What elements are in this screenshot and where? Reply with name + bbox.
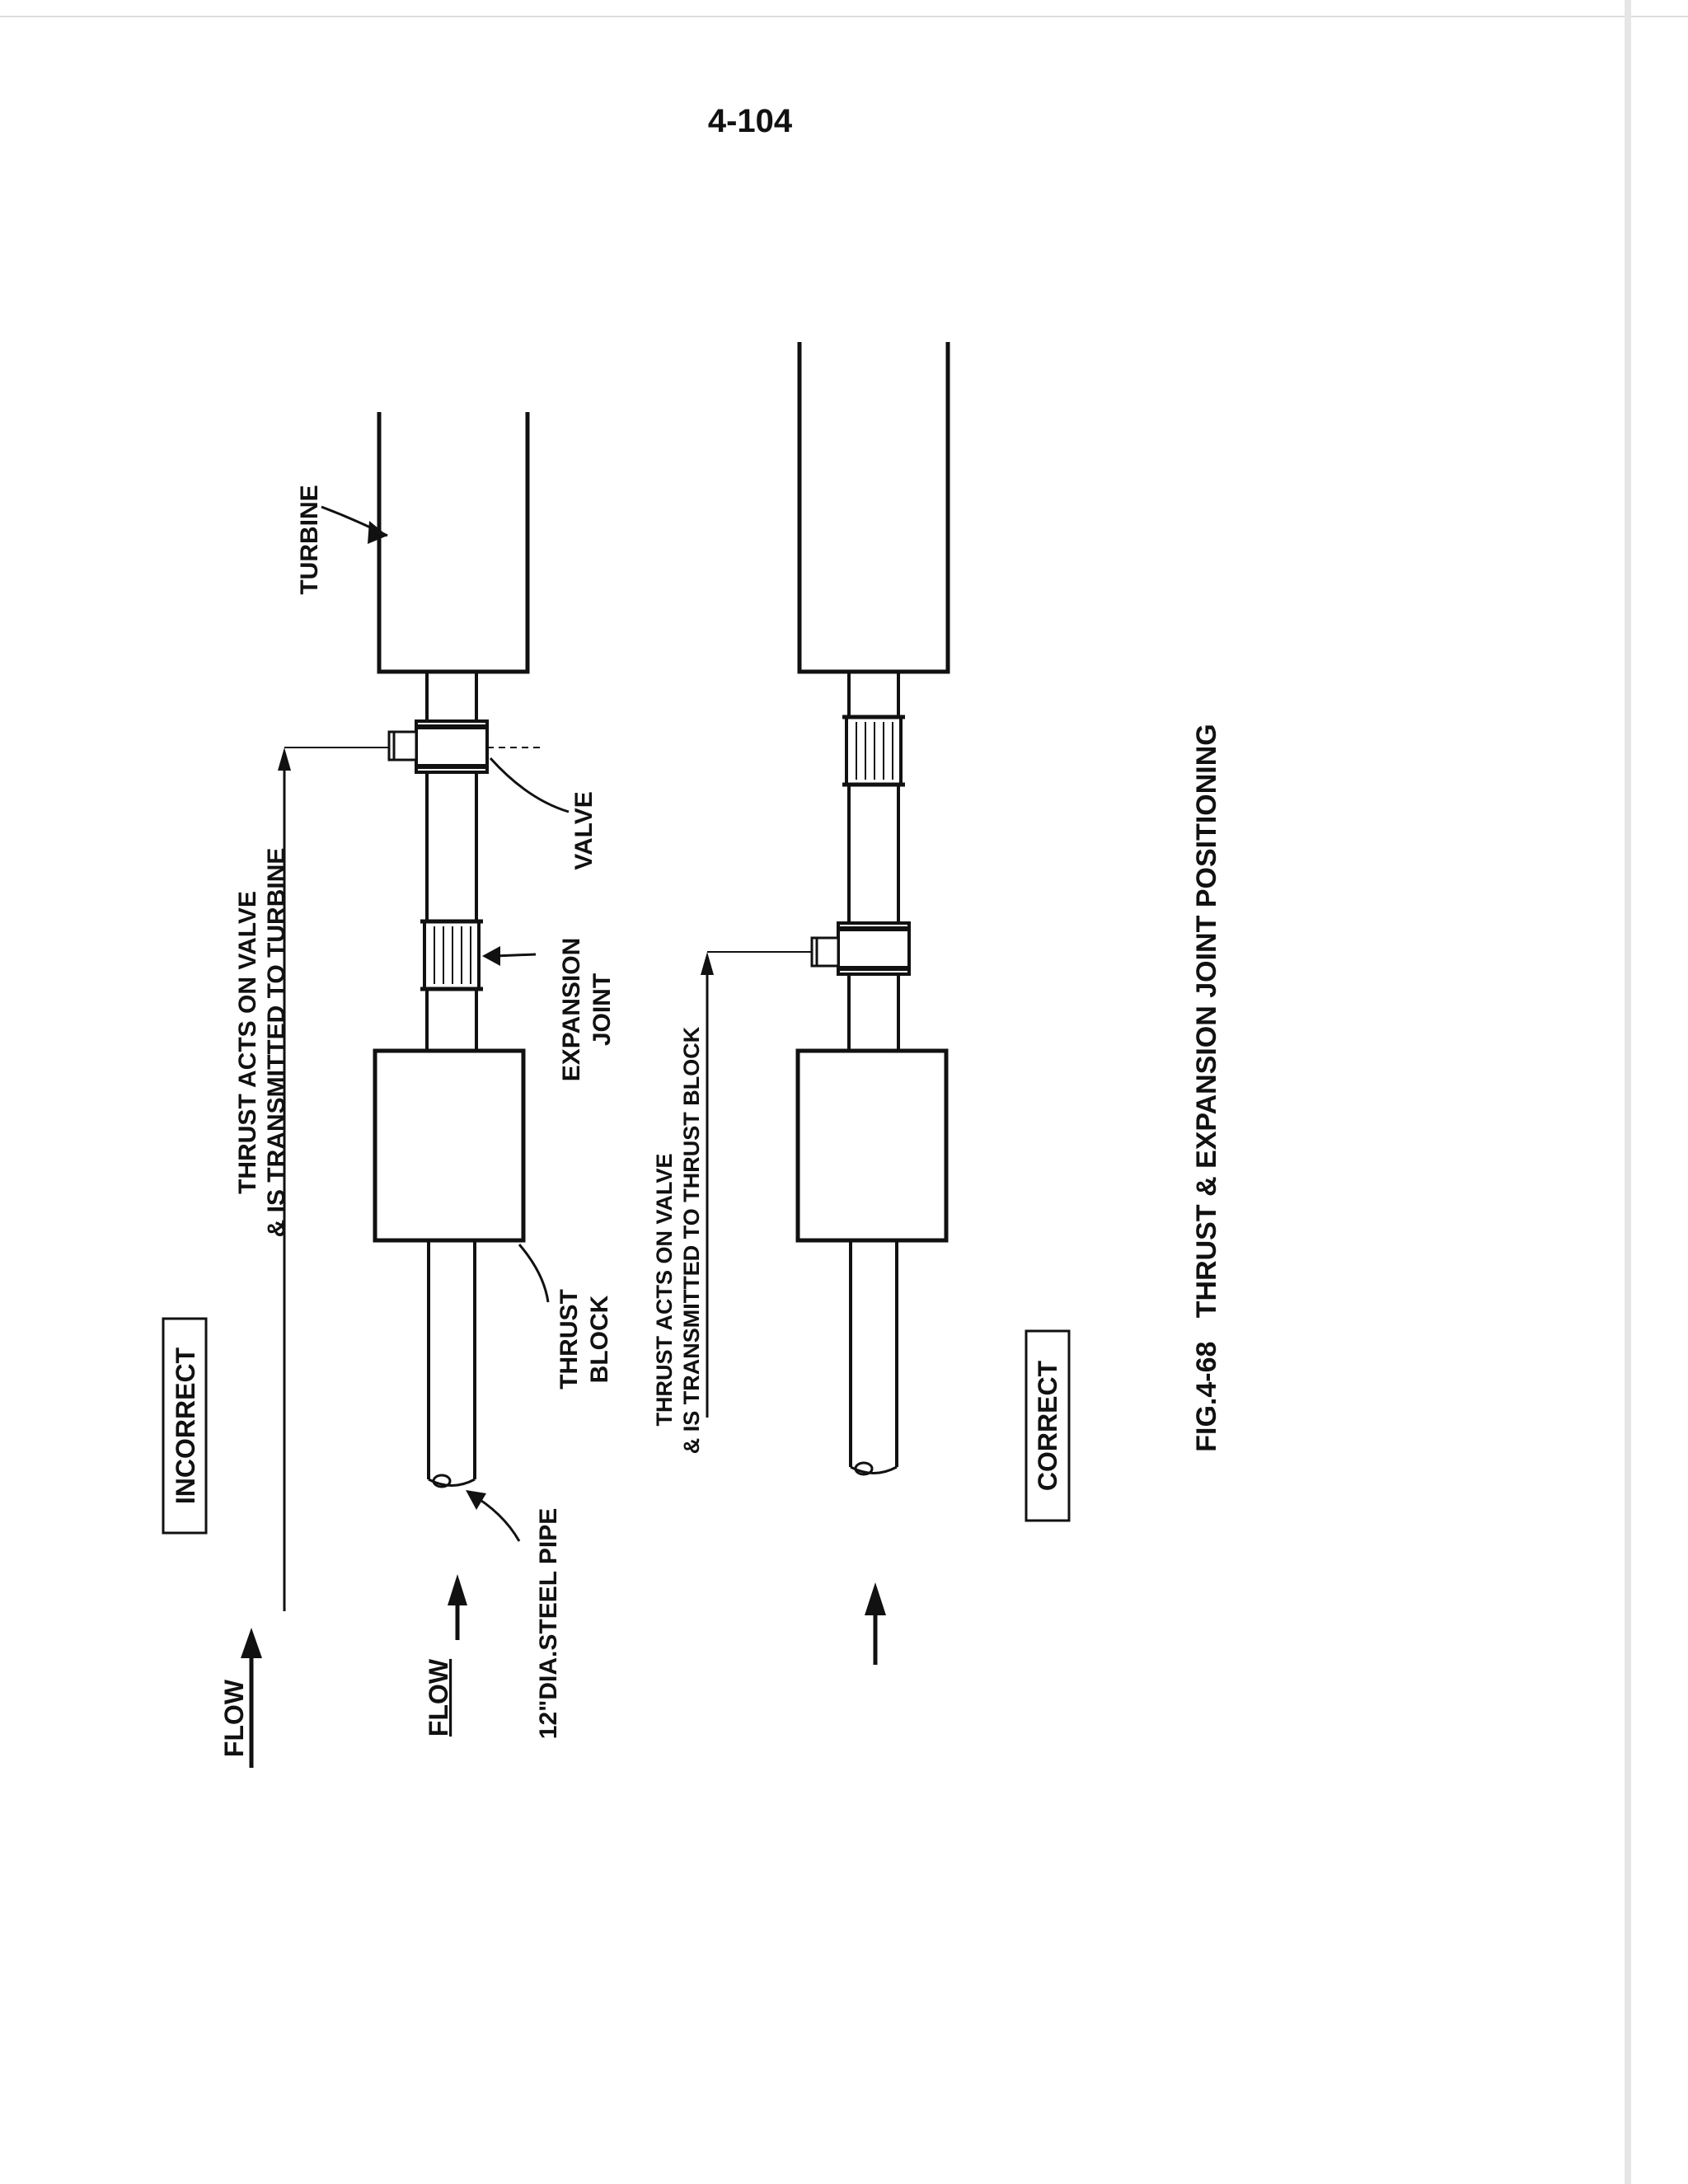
- thrust-block-incorrect: [373, 1048, 526, 1243]
- turbine-label: TURBINE: [296, 485, 323, 594]
- thrust-block-label-line1: THRUST: [556, 1289, 583, 1390]
- valve-incorrect: [387, 719, 489, 774]
- thrust-block-leader: [518, 1244, 550, 1303]
- valve-label: VALVE: [570, 791, 598, 870]
- expansion-joint-label-line2: JOINT: [588, 973, 616, 1046]
- correct-box: [1025, 1329, 1071, 1522]
- flow-arrow-correct-head: [865, 1582, 886, 1615]
- correct-thrust-note-line1: THRUST ACTS ON VALVE: [652, 1153, 677, 1426]
- valve-correct: [810, 921, 911, 976]
- valve-leader: [489, 757, 570, 813]
- turbine-housing: [377, 412, 530, 674]
- correct-box-label: CORRECT: [1033, 1360, 1062, 1491]
- incorrect-thrust-note-line1: THRUST ACTS ON VALVE: [234, 891, 261, 1194]
- page-number: 4-104: [708, 103, 793, 139]
- pipe-leader-arrowhead: [466, 1490, 486, 1510]
- expansion-joint-leader: [494, 953, 537, 958]
- turbine-housing-correct: [797, 342, 950, 674]
- correct-thrust-note-line2: & IS TRANSMITTED TO THRUST BLOCK: [679, 1026, 704, 1454]
- thrust-block-label-line2: BLOCK: [586, 1295, 613, 1383]
- thrust-block-correct: [795, 1048, 949, 1243]
- incorrect-thrust-note-line2: & IS TRANSMITTED TO TURBINE: [263, 848, 290, 1238]
- expansion-joint-label-line1: EXPANSION: [558, 938, 585, 1081]
- incorrect-box: [162, 1317, 208, 1535]
- flow-label-outer: FLOW: [219, 1679, 249, 1757]
- expansion-joint-incorrect: [420, 919, 483, 991]
- turbine-leader-arrowhead: [368, 521, 387, 544]
- thrust-dimension-arrowhead-incorrect: [278, 748, 291, 771]
- expansion-joint-arrowhead: [482, 946, 500, 966]
- incorrect-box-label: INCORRECT: [171, 1347, 200, 1504]
- pipe-label: 12"DIA.STEEL PIPE: [535, 1508, 562, 1739]
- flow-arrow-inner-head: [448, 1574, 467, 1605]
- flow-label-inner: FLOW: [424, 1658, 453, 1736]
- expansion-joint-correct: [842, 715, 905, 787]
- thrust-dimension-arrowhead-correct: [701, 952, 714, 975]
- figure-caption: FIG.4-68 THRUST & EXPANSION JOINT POSITI…: [1191, 724, 1222, 1452]
